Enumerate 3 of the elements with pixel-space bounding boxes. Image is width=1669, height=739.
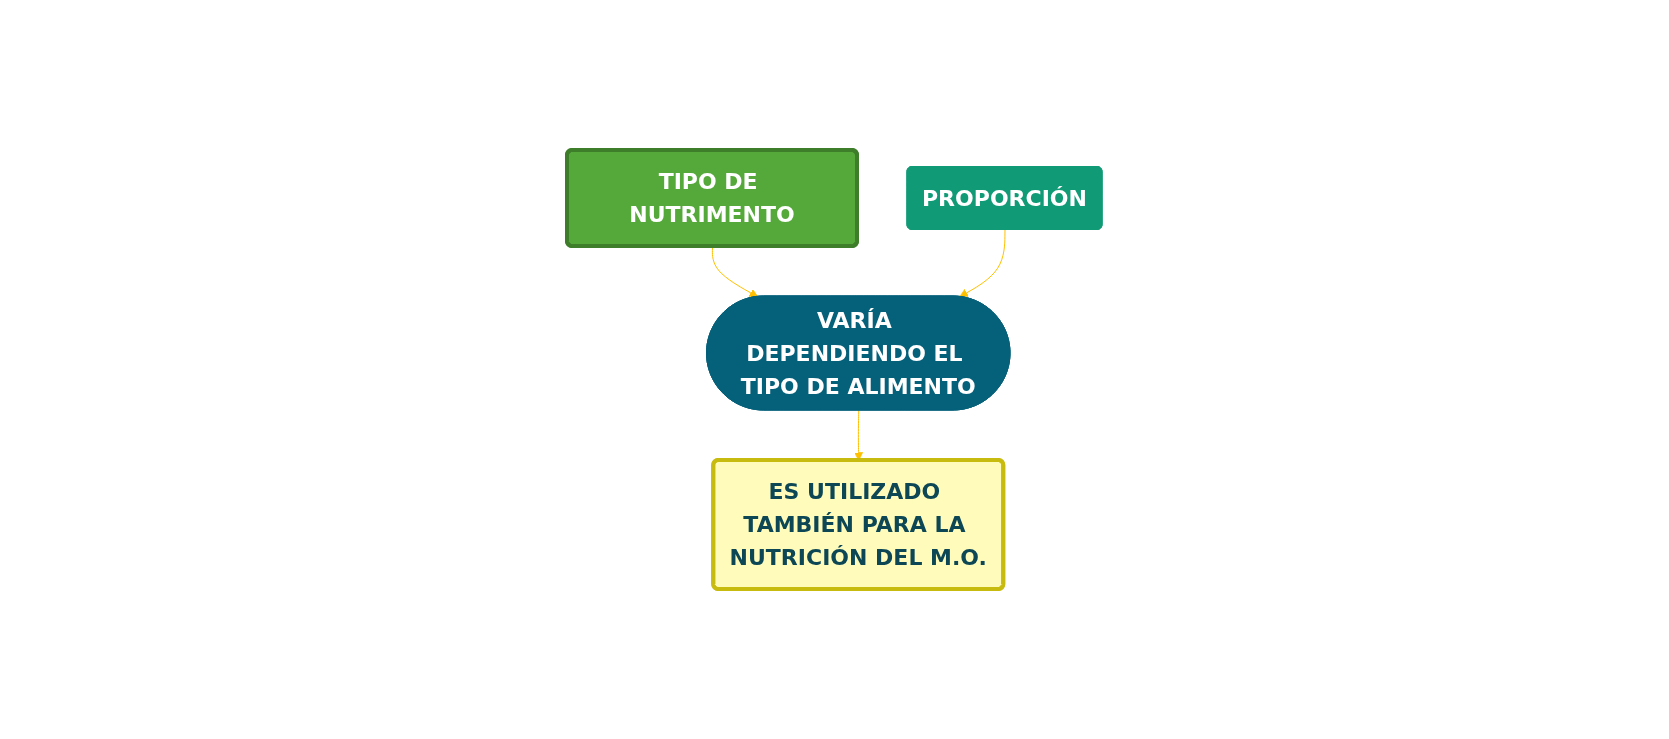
arrow bbox=[959, 229, 1006, 298]
arrow bbox=[711, 246, 759, 298]
arrow bbox=[854, 410, 863, 461]
